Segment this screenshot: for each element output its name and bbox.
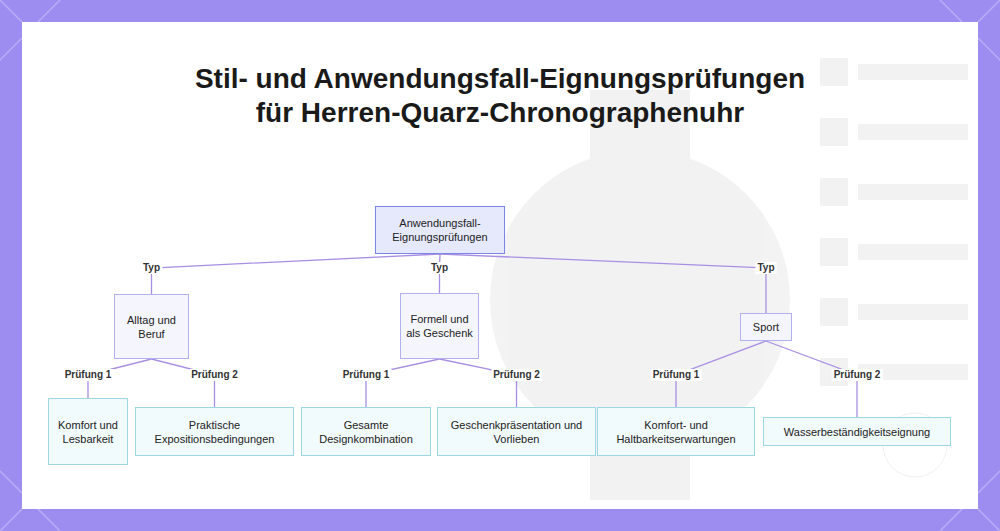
connector-line [152,359,215,407]
edge-label: Prüfung 1 [63,369,114,381]
connector-line [440,359,517,407]
box-text: Formell und als Geschenk [405,312,474,340]
check-box: Geschenkpräsentation und Vorlieben [437,407,596,456]
box-text: Komfort und Lesbarkeit [53,418,123,446]
box-text: Alltag und Beruf [119,313,184,341]
check-box: Praktische Expositionsbedingungen [135,407,294,456]
connector-line [152,254,441,294]
box-text: Geschenkpräsentation und Vorlieben [442,418,591,446]
check-box: Wasserbeständigkeitseignung [763,417,951,446]
edge-label: Typ [429,262,450,274]
box-text-group: Sport [753,320,779,334]
box-text-group: Gesamte Designkombination [306,418,426,446]
edge-label: Typ [755,262,776,274]
root-box: Anwendungsfall-Eignungsprüfungen [375,206,505,254]
edge-label: Prüfung 2 [491,369,542,381]
box-text-group: Geschenkpräsentation und Vorlieben [442,418,591,446]
check-box: Gesamte Designkombination [301,407,431,456]
box-text: Gesamte Designkombination [306,418,426,446]
box-text-group: Anwendungsfall-Eignungsprüfungen [380,216,500,244]
connector-line [440,254,766,313]
category-box: Alltag und Beruf [114,294,189,359]
box-text: Komfort- und Haltbarkeitserwartungen [602,418,750,446]
box-text-group: Komfort- und Haltbarkeitserwartungen [602,418,750,446]
box-text-group: Formell und als Geschenk [405,312,474,340]
check-box: Komfort und Lesbarkeit [48,398,128,465]
content-panel [22,22,978,509]
box-text-group: Komfort und Lesbarkeit [53,418,123,446]
check-box: Komfort- und Haltbarkeitserwartungen [597,407,755,456]
diagram-title: Stil- und Anwendungsfall-Eignungsprüfung… [190,62,810,130]
box-text-group: Wasserbeständigkeitseignung [784,425,930,439]
edge-label: Prüfung 2 [189,369,240,381]
box-text-group: Praktische Expositionsbedingungen [140,418,289,446]
edge-label: Prüfung 1 [341,369,392,381]
category-box: Sport [740,313,792,341]
edge-label: Prüfung 2 [832,369,883,381]
category-box: Formell und als Geschenk [400,293,479,359]
connector-line [366,359,440,407]
box-text-group: Alltag und Beruf [119,313,184,341]
edge-label: Prüfung 1 [651,369,702,381]
box-text: Anwendungsfall-Eignungsprüfungen [380,216,500,244]
edge-label: Typ [141,262,162,274]
watermark-list [820,58,968,386]
box-text: Wasserbeständigkeitseignung [784,425,930,439]
box-text: Sport [753,320,779,334]
box-text: Praktische Expositionsbedingungen [140,418,289,446]
